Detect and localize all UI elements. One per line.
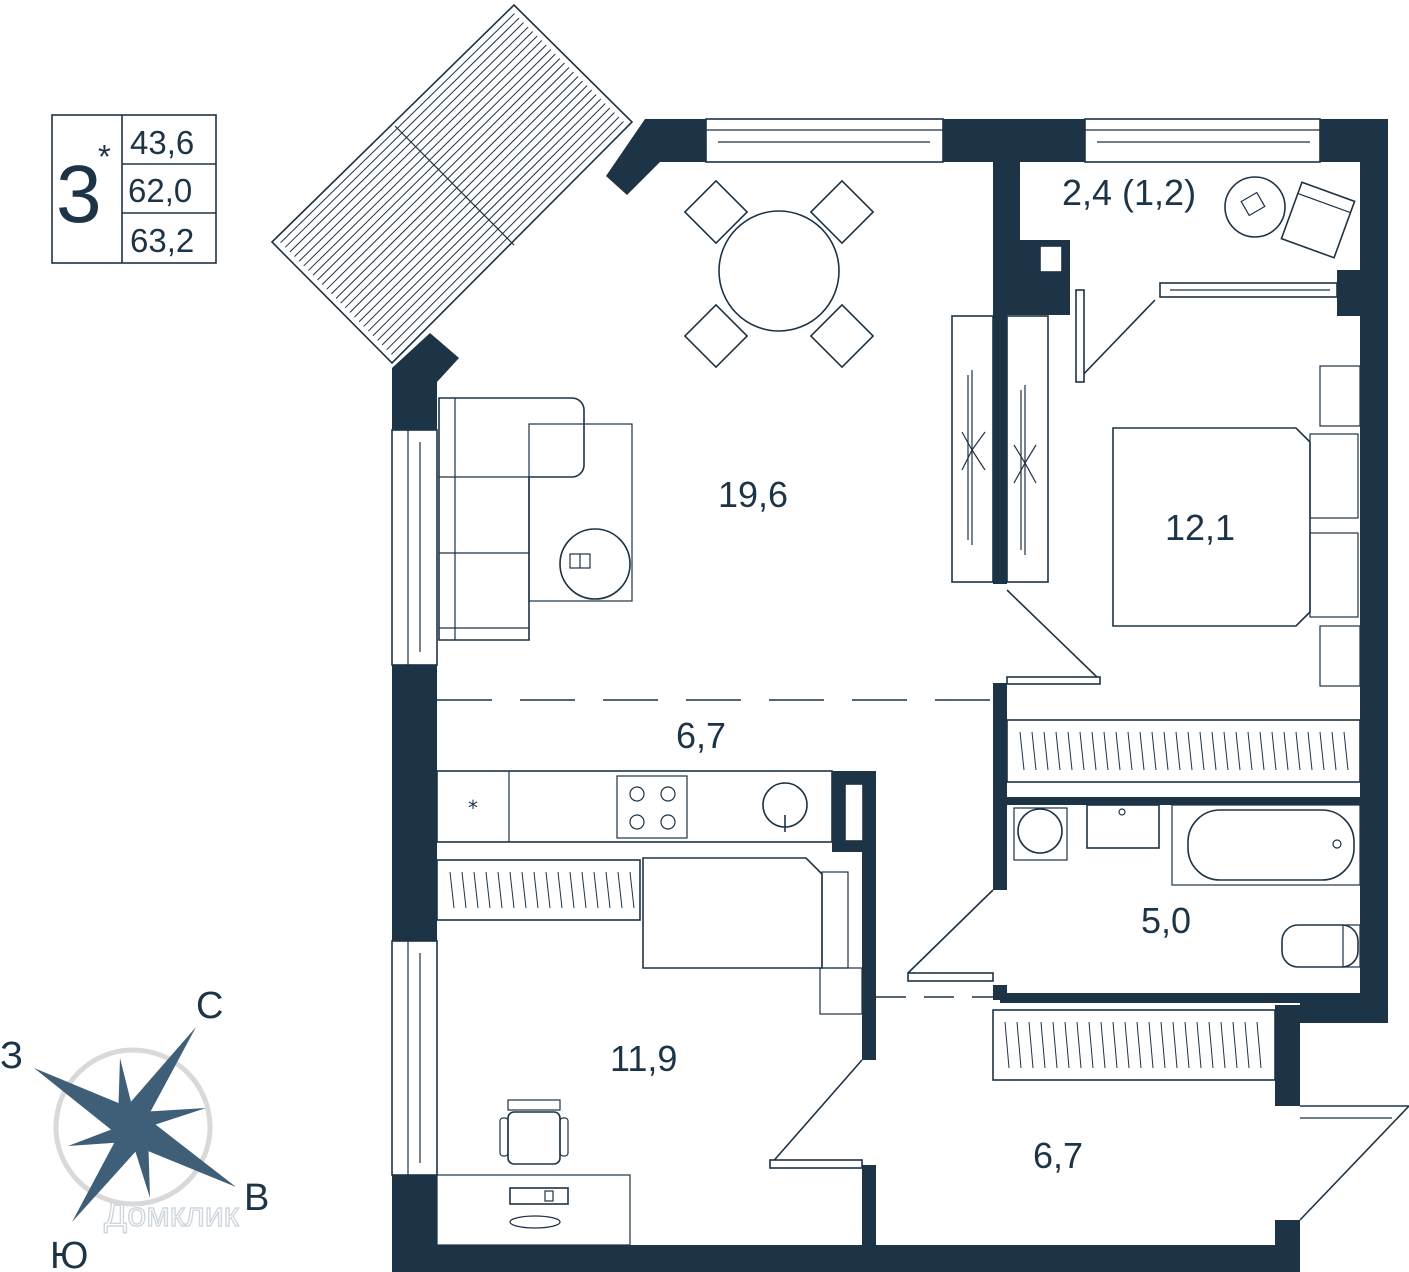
- compass-north-label: С: [196, 985, 223, 1027]
- compass-east-label: В: [244, 1177, 269, 1219]
- balcony-area: 2,4 (1,2): [1062, 172, 1196, 213]
- compass-west-label: З: [0, 1035, 23, 1077]
- bedroom-main-area: 12,1: [1165, 507, 1235, 548]
- bathroom-area: 5,0: [1141, 900, 1191, 941]
- hallway-area: 6,7: [1033, 1135, 1083, 1176]
- room-labels: 19,6 6,7 12,1 2,4 (1,2) 5,0 11,9 6,7: [610, 172, 1235, 1176]
- kitchen-zone-area: 6,7: [676, 715, 726, 756]
- sofa: [438, 397, 585, 641]
- compass-ring: [53, 1047, 213, 1207]
- windows: [391, 118, 1409, 1221]
- watermark-logo: Домклик: [104, 1196, 240, 1234]
- total-area-value: 62,0: [128, 172, 192, 209]
- dining-table: [718, 210, 840, 332]
- doors: [769, 289, 1156, 1169]
- compass-star-icon: [34, 1027, 236, 1222]
- furniture: *: [436, 176, 1361, 1246]
- loggia: [270, 3, 634, 365]
- room-count: 3: [56, 149, 102, 240]
- room-count-star: *: [98, 138, 111, 175]
- compass-rose: С З В Ю: [0, 985, 269, 1272]
- compass-south-label: Ю: [50, 1235, 88, 1272]
- bedroom-second-area: 11,9: [610, 1038, 677, 1079]
- total-area-with-balcony-value: 63,2: [130, 222, 194, 259]
- apartment-badge: 3 * 43,6 62,0 63,2: [51, 114, 217, 264]
- living-area-value: 43,6: [130, 124, 194, 161]
- walls: [392, 119, 1388, 1272]
- svg-text:*: *: [468, 796, 478, 820]
- living-room-area: 19,6: [718, 474, 788, 515]
